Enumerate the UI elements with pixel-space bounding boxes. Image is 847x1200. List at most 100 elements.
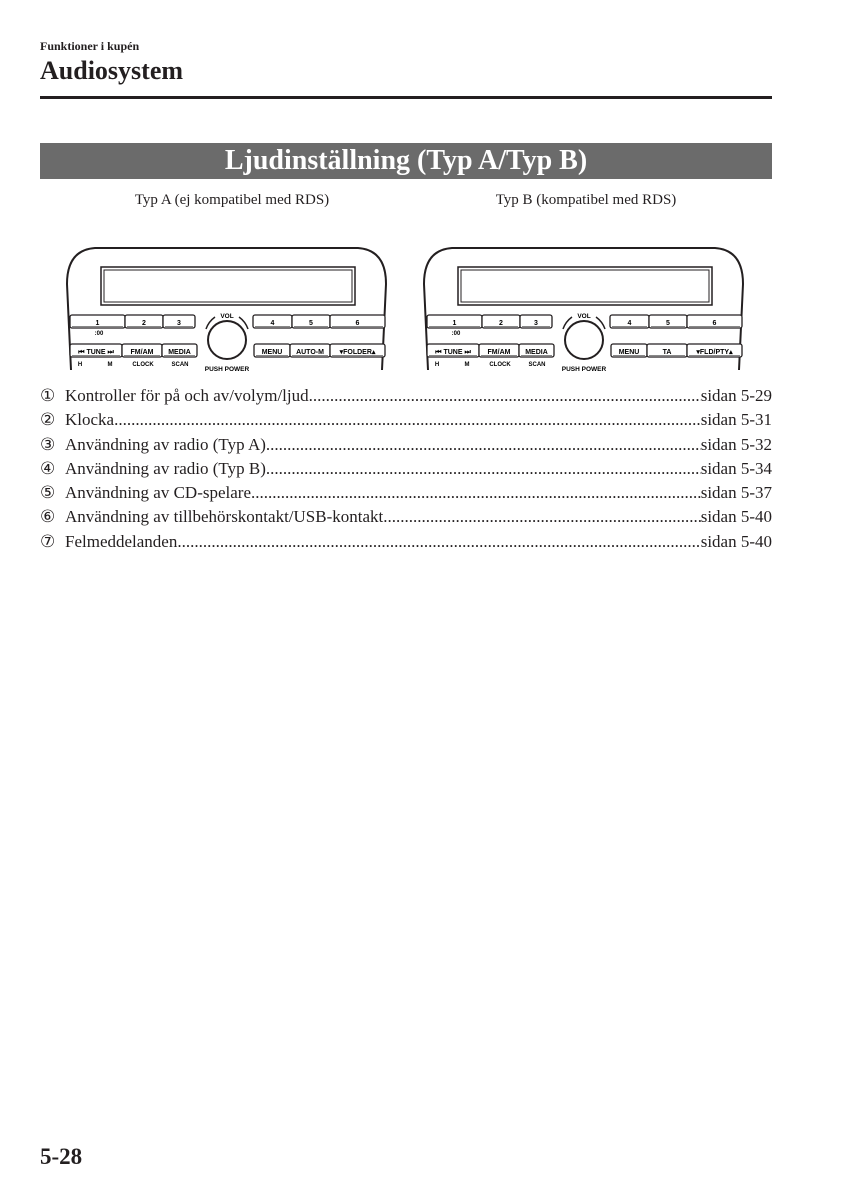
bottom-label: H: [435, 362, 439, 368]
left-button-3: [518, 343, 555, 358]
display-outer: [457, 266, 713, 306]
preset-button-4-label: 4: [271, 320, 275, 327]
toc-label: Användning av CD-spelare: [65, 483, 252, 503]
right-button-2-label: TA: [663, 349, 672, 356]
toc-label: Användning av radio (Typ A): [65, 434, 266, 454]
display-outer: [100, 266, 356, 306]
toc-number: ⑤: [40, 483, 56, 503]
toc-page: sidan 5-40: [700, 531, 772, 551]
preset-button-3-label: 3: [534, 320, 538, 327]
toc-label: Klocka: [65, 410, 115, 430]
dot-leader: [251, 481, 701, 505]
clock-sub-label: :00: [452, 331, 461, 337]
preset-button-6: [329, 314, 386, 329]
radio-body: [422, 247, 745, 371]
left-button-1-label: ⏮ TUNE ⏭: [78, 349, 114, 356]
bottom-label: SCAN: [528, 362, 545, 368]
toc-entry[interactable]: ⑦ Felmeddelanden sidan 5-40: [40, 530, 772, 554]
dot-leader: [383, 505, 700, 529]
left-button-3-label: MEDIA: [525, 349, 548, 356]
toc-number: ④: [40, 458, 56, 478]
display-screen: [460, 269, 710, 303]
bottom-label: H: [78, 362, 82, 368]
toc-entry[interactable]: ② Klocka sidan 5-31: [40, 408, 772, 432]
preset-button-3: [519, 314, 553, 329]
preset-button-5-label: 5: [666, 320, 670, 327]
right-button-3-label: ▾FLD/PTY▴: [695, 349, 733, 356]
left-button-3: [161, 343, 198, 358]
right-button-2-label: AUTO-M: [296, 349, 324, 356]
toc-page: sidan 5-32: [700, 434, 772, 454]
toc-entry[interactable]: ④ Användning av radio (Typ B) sidan 5-34: [40, 457, 772, 481]
volume-knob: [564, 320, 604, 360]
preset-button-6-label: 6: [356, 320, 360, 327]
push-power-label: PUSH POWER: [562, 366, 607, 373]
toc-page: sidan 5-29: [700, 386, 772, 405]
bottom-label: M: [465, 362, 470, 368]
toc-number: ⑦: [40, 531, 56, 551]
right-button-3: [686, 343, 743, 358]
toc-label: Kontroller för på och av/volym/ljud: [65, 386, 309, 405]
banner-title: Ljudinställning (Typ A/Typ B): [40, 143, 772, 179]
left-button-2-label: FM/AM: [131, 349, 154, 356]
toc-number: ②: [40, 410, 56, 430]
left-button-1-label: ⏮ TUNE ⏭: [435, 349, 471, 356]
dot-leader: [266, 433, 701, 457]
toc-entry[interactable]: ⑤ Användning av CD-spelare sidan 5-37: [40, 481, 772, 505]
bottom-label: CLOCK: [132, 362, 154, 368]
toc-entry[interactable]: ③ Användning av radio (Typ A) sidan 5-32: [40, 433, 772, 457]
toc-page: sidan 5-34: [700, 458, 772, 478]
dot-leader: [177, 530, 700, 554]
preset-button-2-label: 2: [499, 320, 503, 327]
dot-leader: [309, 384, 701, 408]
section-label: Funktioner i kupén: [40, 39, 140, 53]
preset-button-2-label: 2: [142, 320, 146, 327]
preset-button-6-label: 6: [713, 320, 717, 327]
bottom-label: M: [108, 362, 113, 368]
preset-button-1-label: 1: [453, 320, 457, 327]
right-button-3-label: ▾FOLDER▴: [339, 349, 376, 356]
vol-arc-left: [562, 316, 573, 330]
radio-body: [65, 247, 388, 371]
display-screen: [103, 269, 353, 303]
toc-label: Felmeddelanden: [65, 531, 178, 551]
bottom-label: CLOCK: [489, 362, 511, 368]
radio-diagram-type-a: 1 2 3 4 5 6 ⏮ TUNE ⏭ FM/AM MEDIA MENU AUTO-M ▾FOLDE…: [65, 247, 388, 373]
page-number: 5-28: [40, 1144, 83, 1169]
caption-type-a: Typ A (ej kompatibel med RDS): [134, 192, 330, 208]
caption-type-b: Typ B (kompatibel med RDS): [495, 192, 677, 208]
push-power-label: PUSH POWER: [205, 366, 250, 373]
preset-button-1-label: 1: [96, 320, 100, 327]
toc-page: sidan 5-37: [700, 483, 772, 503]
preset-button-6: [686, 314, 743, 329]
vol-label: VOL: [220, 313, 233, 320]
left-button-2-label: FM/AM: [488, 349, 511, 356]
vol-arc-right: [595, 316, 606, 330]
vol-arc-right: [238, 316, 249, 330]
preset-button-5-label: 5: [309, 320, 313, 327]
table-of-contents: ① Kontroller för på och av/volym/ljud sida…: [40, 384, 772, 554]
preset-button-3: [162, 314, 196, 329]
preset-button-3-label: 3: [177, 320, 181, 327]
bottom-label: SCAN: [171, 362, 188, 368]
toc-number: ③: [40, 434, 56, 454]
toc-number: ⑥: [40, 507, 56, 527]
dot-leader: [114, 408, 701, 432]
clock-sub-label: :00: [95, 331, 104, 337]
toc-page: sidan 5-31: [700, 410, 772, 430]
toc-label: Användning av tillbehörskontakt/USB-kont…: [65, 507, 384, 527]
toc-entry[interactable]: ① Kontroller för på och av/volym/ljud sida…: [40, 384, 772, 408]
volume-knob: [207, 320, 247, 360]
right-button-1-label: MENU: [262, 349, 283, 356]
vol-label: VOL: [577, 313, 590, 320]
dot-leader: [266, 457, 701, 481]
toc-number: ①: [40, 386, 56, 405]
toc-entry[interactable]: ⑥ Användning av tillbehörskontakt/USB-kon…: [40, 505, 772, 529]
toc-label: Användning av radio (Typ B): [65, 458, 266, 478]
left-button-3-label: MEDIA: [168, 349, 191, 356]
right-button-1-label: MENU: [619, 349, 640, 356]
vol-arc-left: [205, 316, 216, 330]
header-rule: [40, 96, 772, 99]
